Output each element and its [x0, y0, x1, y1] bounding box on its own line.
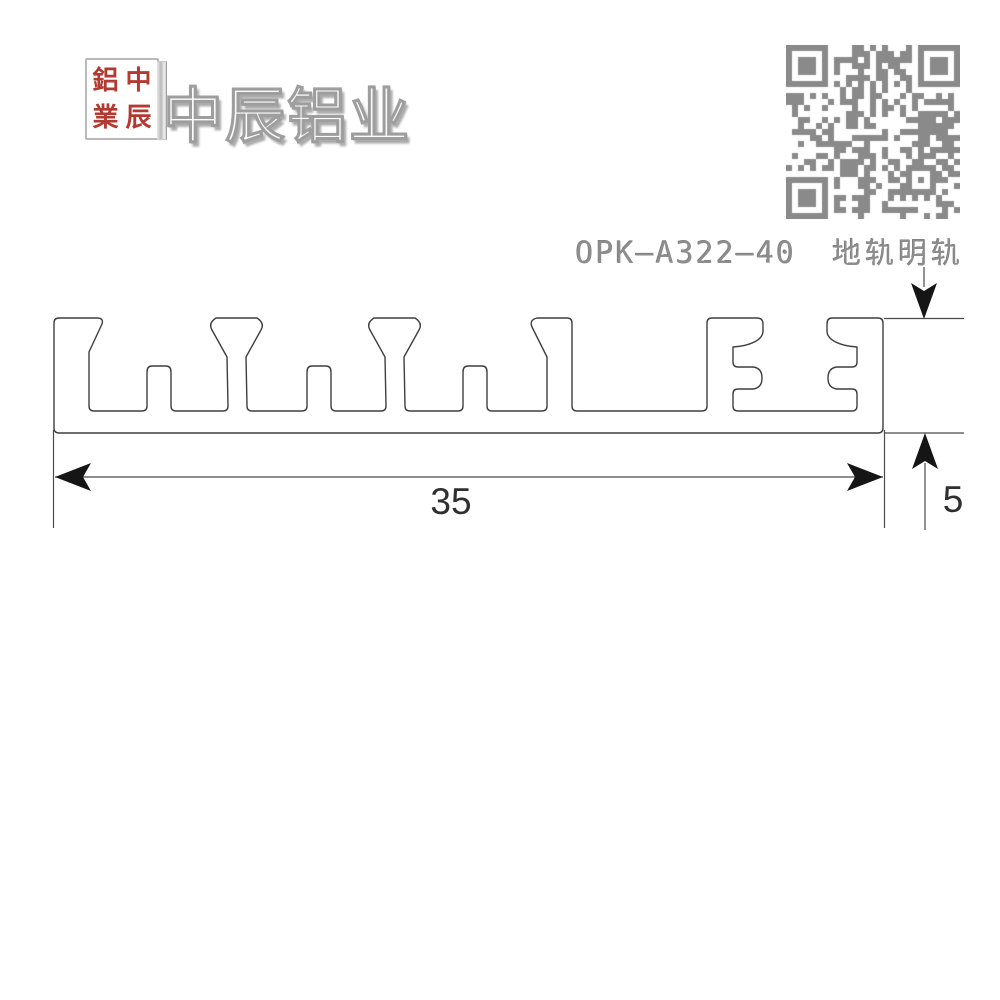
width-dim-label: 35	[430, 481, 471, 522]
seal-char: 業	[92, 102, 119, 133]
seal-char: 中	[125, 65, 152, 96]
product-name: 地轨明轨	[831, 236, 964, 270]
profile-outline	[53, 317, 884, 434]
seal-char: 辰	[125, 102, 152, 133]
arrow-up-icon	[912, 433, 938, 469]
qr-code-icon	[786, 45, 960, 219]
brand-title: 中辰铝业	[162, 82, 411, 150]
arrow-down-icon	[911, 283, 937, 319]
seal-spine-decoration	[157, 61, 167, 141]
product-model: OPK—A322—40	[575, 236, 796, 271]
seal-char: 鋁	[92, 65, 119, 96]
logo-seal: 鋁 中 業 辰	[85, 58, 167, 141]
height-dim-label: 5	[943, 479, 964, 520]
company-logo: 鋁 中 業 辰	[85, 58, 167, 141]
arrow-left-icon	[55, 463, 91, 491]
product-code-line: OPK—A322—40 地轨明轨	[560, 230, 964, 272]
arrow-right-icon	[847, 463, 883, 491]
